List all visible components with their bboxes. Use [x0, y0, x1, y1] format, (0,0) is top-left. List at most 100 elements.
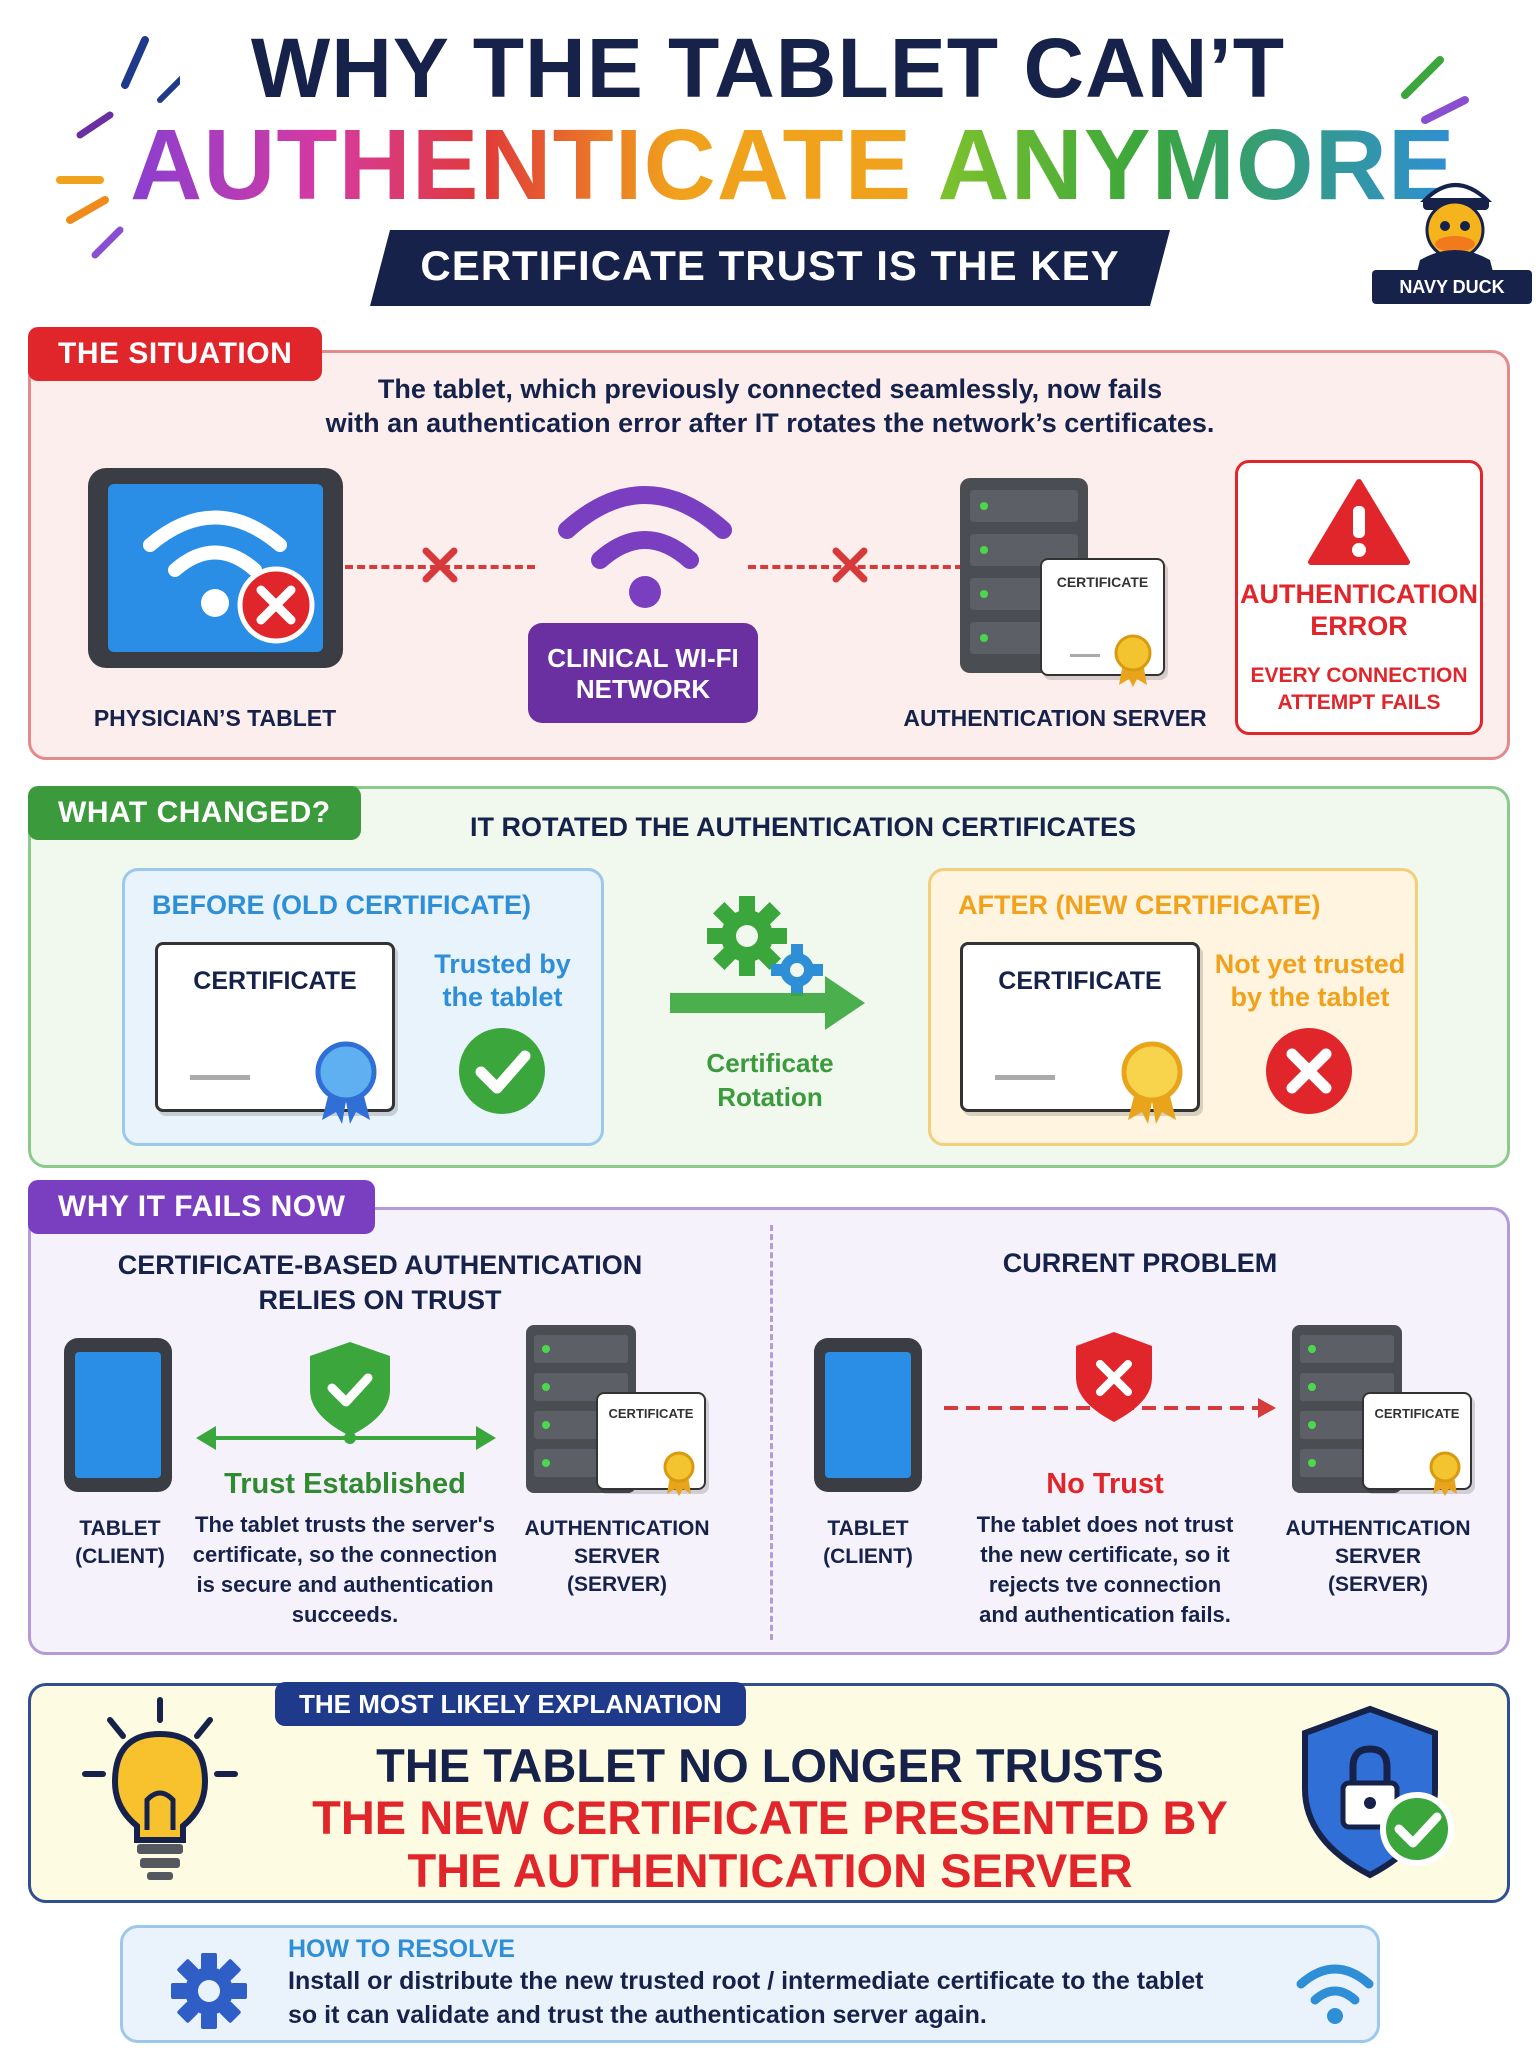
trust-shield-connection-icon [196, 1342, 496, 1450]
left-tablet-label-line-1: TABLET [79, 1517, 161, 1540]
notrust-desc-line-1: The tablet does not trust [976, 1512, 1234, 1537]
right-tablet-label-line-2: (CLIENT) [823, 1545, 913, 1568]
error-title-line-2: ERROR [1310, 611, 1408, 641]
new-certificate-label: CERTIFICATE [998, 967, 1162, 995]
resolve-line-1: Install or distribute the new trusted ro… [288, 1967, 1204, 1995]
network-label-line-1: CLINICAL WI-FI [547, 643, 739, 673]
certificate-rotation-gears-icon [670, 896, 865, 1030]
before-status-line-1: Trusted by [434, 949, 571, 979]
explanation-line-3: THE AUTHENTICATION SERVER [407, 1844, 1133, 1897]
certificate-seal-gold-icon-2 [1121, 1041, 1183, 1124]
left-tablet-client [64, 1338, 172, 1492]
trusted-checkmark-icon [459, 1028, 545, 1114]
after-status: Not yet trusted by the tablet [1210, 948, 1410, 1014]
notrust-desc-line-4: and authentication fails. [979, 1602, 1231, 1627]
situation-description-line-2: with an authentication error after IT ro… [325, 408, 1215, 438]
trust-desc-line-2: certificate, so the connection [192, 1542, 498, 1567]
after-title: AFTER (NEW CERTIFICATE) [958, 890, 1321, 920]
clinical-wifi-network-label: CLINICAL WI-FI NETWORK [528, 623, 758, 723]
error-title: AUTHENTICATION ERROR [1235, 578, 1483, 642]
before-title: BEFORE (OLD CERTIFICATE) [152, 890, 531, 920]
link-failed-x-icon [422, 547, 458, 583]
trust-desc-line-1: The tablet trusts the server's [195, 1512, 495, 1537]
server-certificate-label: CERTIFICATE [1056, 574, 1149, 590]
right-server-label-line-2: (SERVER) [1328, 1573, 1428, 1596]
explanation-line-1: THE TABLET NO LONGER TRUSTS [376, 1739, 1164, 1792]
link-failed-x-icon-2 [832, 547, 868, 583]
rotation-label-line-2: Rotation [717, 1082, 823, 1112]
before-status: Trusted by the tablet [420, 948, 585, 1014]
rotation-label-line-1: Certificate [706, 1048, 834, 1078]
right-tablet-label-line-1: TABLET [827, 1517, 909, 1540]
why-fails-divider [770, 1225, 773, 1640]
left-server-label-line-2: (SERVER) [567, 1573, 667, 1596]
not-trusted-x-icon [1266, 1028, 1352, 1114]
wifi-disconnected-icon [143, 510, 287, 617]
why-fails-section [28, 1207, 1510, 1655]
left-server-certificate-label: CERTIFICATE [608, 1406, 694, 1421]
error-sub-line-1: EVERY CONNECTION [1250, 664, 1468, 687]
what-changed-tag: WHAT CHANGED? [28, 786, 361, 840]
right-certificate-seal-icon [1429, 1451, 1461, 1496]
error-subtitle: EVERY CONNECTION ATTEMPT FAILS [1235, 662, 1483, 716]
subtitle-banner-shape [370, 230, 1170, 306]
left-server-label: AUTHENTICATION SERVER (SERVER) [492, 1515, 742, 1599]
shield-lock-check-icon [1302, 1705, 1454, 1879]
title-anymore: ANYMORE [937, 109, 1456, 221]
situation-description-line-1: The tablet, which previously connected s… [377, 374, 1163, 404]
right-heading: CURRENT PROBLEM [1002, 1248, 1278, 1278]
left-heading-line-1: CERTIFICATE-BASED AUTHENTICATION [117, 1250, 643, 1280]
old-certificate-label: CERTIFICATE [193, 967, 357, 995]
why-fails-tag: WHY IT FAILS NOW [28, 1180, 376, 1234]
right-tablet-client [814, 1338, 922, 1492]
trust-established-title: Trust Established [224, 1468, 466, 1500]
title-authenticate: AUTHENTICATE [130, 109, 913, 221]
left-server-label-line-1: AUTHENTICATION SERVER [524, 1517, 710, 1568]
trust-desc-line-3: is secure and authentication [196, 1572, 494, 1597]
certificate-seal-blue-icon [315, 1041, 377, 1124]
right-server-certificate-label: CERTIFICATE [1374, 1406, 1460, 1421]
lightbulb-icon [82, 1697, 238, 1880]
title-line-2: AUTHENTICATE ANYMORE [130, 108, 1455, 223]
navy-duck-mascot-icon [1415, 183, 1495, 280]
situation-tag: THE SITUATION [28, 327, 323, 381]
no-trust-shield-connection-icon [944, 1332, 1276, 1422]
wifi-restored-icon [1296, 1964, 1374, 2024]
trust-established-description: The tablet trusts the server's certifica… [190, 1510, 500, 1630]
resolve-description: Install or distribute the new trusted ro… [288, 1964, 1288, 2032]
notrust-desc-line-2: the new certificate, so it [980, 1542, 1230, 1567]
before-status-line-2: the tablet [442, 982, 563, 1012]
after-status-line-2: by the tablet [1230, 982, 1390, 1012]
server-label: AUTHENTICATION SERVER [903, 705, 1207, 731]
mascot-label: NAVY DUCK [1372, 270, 1532, 304]
right-server-label-line-1: AUTHENTICATION SERVER [1285, 1517, 1471, 1568]
left-heading: CERTIFICATE-BASED AUTHENTICATION RELIES … [90, 1248, 670, 1318]
gear-settings-icon [171, 1953, 247, 2029]
resolve-title: HOW TO RESOLVE [288, 1935, 515, 1963]
confetti-right-decoration [1401, 56, 1469, 124]
title-line-1: WHY THE TABLET CAN’T [250, 21, 1286, 115]
left-heading-line-2: RELIES ON TRUST [258, 1285, 502, 1315]
situation-description: The tablet, which previously connected s… [300, 372, 1240, 440]
tablet-label: PHYSICIAN’S TABLET [93, 705, 337, 731]
what-changed-heading: IT ROTATED THE AUTHENTICATION CERTIFICAT… [470, 812, 1136, 842]
left-certificate-seal-icon [663, 1451, 695, 1496]
no-trust-description: The tablet does not trust the new certif… [945, 1510, 1265, 1630]
right-server-label: AUTHENTICATION SERVER (SERVER) [1250, 1515, 1506, 1599]
trust-desc-line-4: succeeds. [291, 1602, 399, 1627]
error-title-line-1: AUTHENTICATION [1240, 579, 1478, 609]
new-certificate-card: CERTIFICATE [960, 942, 1200, 1112]
left-tablet-label-line-2: (CLIENT) [75, 1545, 165, 1568]
after-status-line-1: Not yet trusted [1214, 949, 1406, 979]
explanation-line-2: THE NEW CERTIFICATE PRESENTED BY [312, 1791, 1228, 1844]
certificate-seal-gold-icon [1114, 634, 1152, 687]
right-tablet-label: TABLET (CLIENT) [798, 1515, 938, 1571]
notrust-desc-line-3: rejects tve connection [988, 1572, 1222, 1597]
warning-triangle-icon [1308, 479, 1410, 565]
network-label-line-2: NETWORK [575, 674, 711, 704]
resolve-line-2: so it can validate and trust the authent… [288, 2001, 987, 2029]
subtitle-banner: CERTIFICATE TRUST IS THE KEY [420, 242, 1120, 289]
clinical-wifi-icon [558, 486, 732, 608]
confetti-left-decoration [56, 36, 180, 259]
explanation-tag: THE MOST LIKELY EXPLANATION [275, 1682, 746, 1726]
